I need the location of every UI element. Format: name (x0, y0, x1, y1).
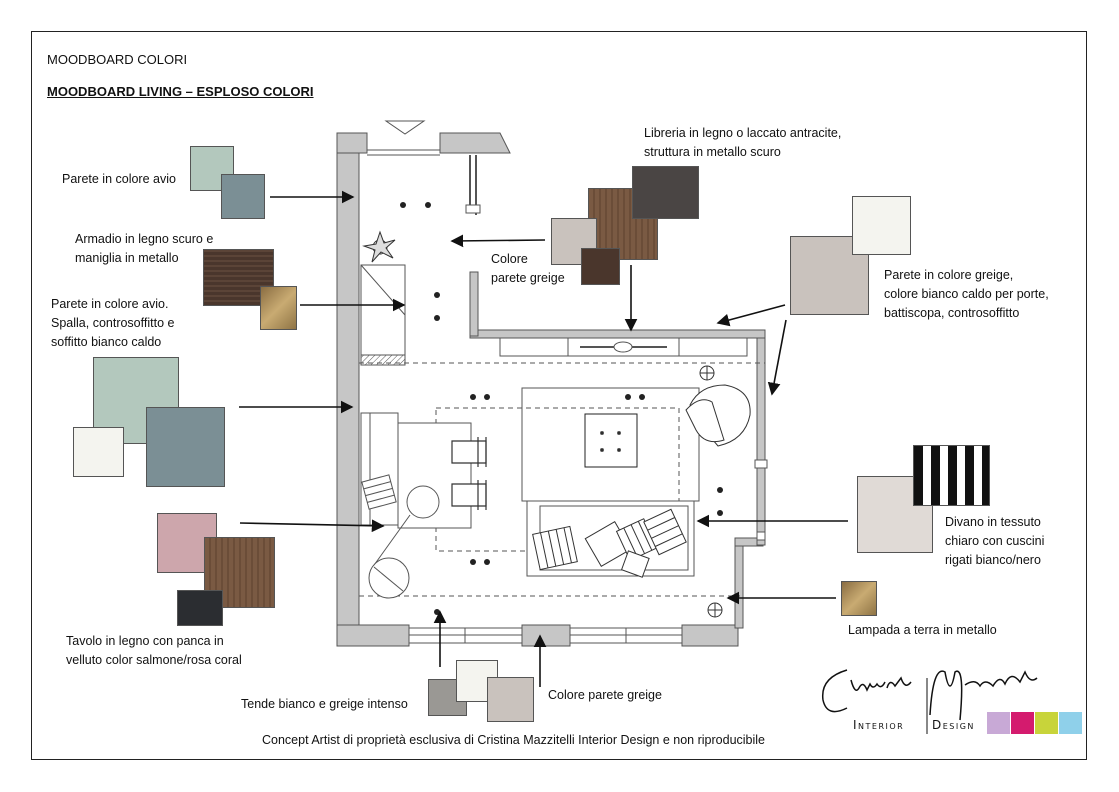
lamp-icon (699, 365, 723, 618)
brand-logo: Cristina Mazzitelli Interior Design (815, 646, 1090, 740)
swatch-dark (177, 590, 223, 626)
swatch-lamp-metal (841, 581, 877, 616)
signature-graphic (821, 669, 1082, 734)
swatch-avio-dark (221, 174, 265, 219)
wall-bottom-left (336, 624, 410, 647)
armchair-icon (685, 384, 751, 447)
logo-signature: Cristina Mazzitelli (815, 646, 886, 656)
swatch-striped (913, 445, 990, 506)
wall-bottom-mid (521, 624, 571, 647)
label-colore-parete: Colore parete greige (548, 688, 662, 702)
footer-concept: Concept Artist di proprietà esclusiva di… (262, 733, 766, 747)
label-lampada: Lampada a terra in metallo (848, 623, 997, 637)
page-subtitle: MOODBOARD LIVING – ESPLOSO COLORI (47, 84, 314, 99)
page-frame (31, 31, 1087, 760)
label-avio: Parete in colore avio (62, 172, 176, 186)
swatch-avio-dark-large (146, 407, 225, 487)
swatch-warm-white (73, 427, 124, 477)
label-tende: Tende bianco e greige intenso (241, 697, 408, 711)
logo-wordmark-interior: Interior (853, 718, 905, 732)
wall-left (336, 132, 360, 647)
swatch-greige-wall (487, 677, 534, 722)
label-libreria: Libreria in legno o laccato antracite,st… (644, 126, 842, 159)
swatch-brass (260, 286, 297, 330)
swatch-warm-white-doors (852, 196, 911, 255)
logo-wordmark-design: Design (932, 718, 975, 732)
label-spalla: Parete in colore avio.Spalla, controsoff… (51, 297, 175, 349)
swatch-dark-metal (581, 248, 620, 285)
swatch-anthracite (632, 166, 699, 219)
plant-icon (362, 230, 396, 263)
label-parete-greige: Parete in colore greige,colore bianco ca… (884, 268, 1049, 320)
page-title: MOODBOARD COLORI (47, 52, 188, 67)
wall-bottom-right (681, 624, 739, 647)
